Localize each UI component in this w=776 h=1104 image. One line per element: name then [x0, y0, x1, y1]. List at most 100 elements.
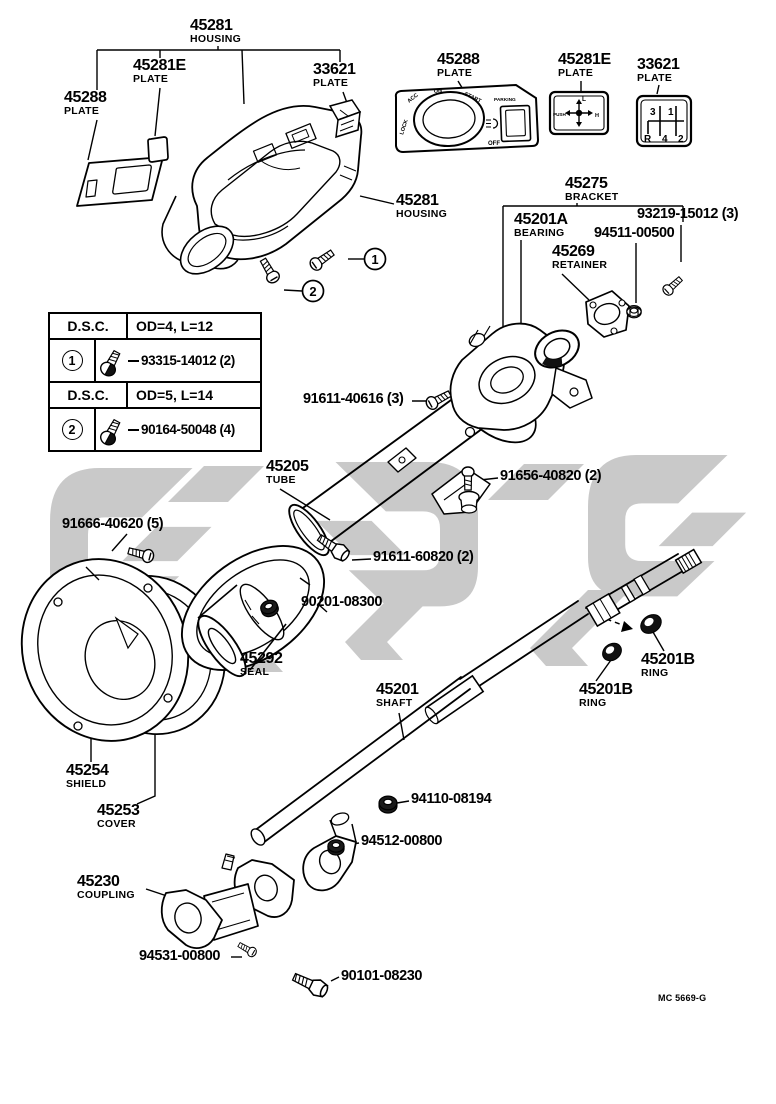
part-number: 93315-14012 (2) — [141, 353, 235, 368]
part-number: 91611-60820 (2) — [373, 549, 474, 565]
part-number: 45275 — [565, 175, 608, 192]
shaft-drawing — [250, 548, 703, 846]
adjust-top-text: L — [582, 96, 586, 103]
adjust-right-text: H — [595, 113, 599, 119]
screw-icon — [100, 418, 121, 445]
label-tube: 45205 TUBE — [266, 458, 309, 487]
dsc-header-row-2: D.S.C. OD=5, L=14 — [50, 381, 260, 409]
label-bearing: 45201A BEARING — [514, 211, 568, 240]
badge-cell: 2 — [50, 409, 96, 450]
screw-icon — [100, 349, 121, 376]
doc-code: MC 5669-G — [658, 993, 707, 1003]
callout-2-number: 2 — [309, 284, 316, 299]
part-name: TUBE — [266, 474, 296, 487]
callout-badge-2: 2 — [61, 419, 83, 440]
dsc-label: D.S.C. — [50, 314, 128, 338]
part-name: BRACKET — [565, 191, 619, 204]
screw-91656 — [458, 466, 480, 514]
label-bolt-91611-60820: 91611-60820 (2) — [373, 549, 474, 565]
part-number: 33621 — [637, 56, 680, 73]
part-number: 45201 — [376, 681, 419, 698]
label-coupling: 45230 COUPLING — [77, 873, 135, 902]
part-number: 93219-15012 (3) — [637, 206, 739, 222]
part-number: 91666-40620 (5) — [62, 516, 164, 532]
part-number: 45201B — [641, 651, 695, 668]
label-ring-upper: 45201B RING — [641, 651, 695, 680]
callout-badge-1: 1 — [61, 350, 83, 371]
ignition-off-text: OFF — [488, 141, 500, 147]
part-number: 45281E — [133, 57, 186, 74]
label-plate-33621-top: 33621 PLATE — [637, 56, 680, 85]
label-ring-lower: 45201B RING — [579, 681, 633, 710]
part-number: 45281 — [396, 192, 439, 209]
plate-45281e-left-drawing — [147, 136, 169, 163]
part-name: RETAINER — [552, 259, 608, 272]
part-name: HOUSING — [396, 208, 448, 221]
part-name: PLATE — [64, 105, 100, 118]
label-housing-top: 45281 HOUSING — [190, 17, 242, 46]
label-screw-91666: 91666-40620 (5) — [62, 516, 164, 532]
part-number: 45201B — [579, 681, 633, 698]
screw-callout2 — [256, 255, 283, 286]
part-number: 45230 — [77, 873, 120, 890]
dsc-item-row-2: 2 90164-50048 (4) — [50, 409, 260, 450]
badge-cell: 1 — [50, 340, 96, 381]
part-name: HOUSING — [190, 33, 242, 46]
ring-lower-drawing — [602, 642, 622, 662]
part-name: PLATE — [133, 73, 169, 86]
part-name: PLATE — [313, 77, 349, 90]
part-number: 94511-00500 — [594, 225, 675, 241]
screw-callout1 — [307, 246, 337, 274]
part-name: COVER — [97, 818, 136, 831]
shift-plate-drawing: 3 1 R 4 2 — [635, 94, 693, 148]
part-number: 45292 — [240, 650, 283, 667]
label-bracket: 45275 BRACKET — [565, 175, 619, 204]
label-seal: 45292 SEAL — [240, 650, 283, 678]
dsc-spec: OD=5, L=14 — [136, 387, 214, 403]
dsc-spec: OD=4, L=12 — [136, 318, 214, 334]
shield-drawing — [20, 558, 190, 742]
label-bolt-91656: 91656-40820 (2) — [500, 469, 602, 484]
part-number: 45253 — [97, 802, 140, 819]
coupling-drawing — [160, 812, 357, 949]
label-shield: 45254 SHIELD — [66, 762, 109, 791]
part-name: RING — [579, 697, 607, 710]
label-nut-90201: 90201-08300 — [301, 595, 382, 610]
ignition-parking-text: PARKING — [494, 97, 516, 103]
label-bolt-90101: 90101-08230 — [341, 969, 422, 984]
part-name: COUPLING — [77, 889, 135, 902]
label-nut-94512: 94512-00800 — [361, 834, 442, 849]
part-name: BEARING — [514, 227, 565, 240]
label-plate-45281e-left: 45281E PLATE — [133, 57, 186, 86]
screw-94531 — [236, 939, 259, 959]
ignition-lock-text: LOCK — [399, 119, 410, 136]
shift-digit-2: 2 — [678, 134, 684, 145]
part-number: 90201-08300 — [301, 594, 383, 610]
shift-digit-3: 3 — [650, 107, 656, 118]
label-plate-45281e-top: 45281E PLATE — [558, 51, 611, 80]
part-number: 45281 — [190, 17, 233, 34]
part-number: 45205 — [266, 458, 309, 475]
part-name: RING — [641, 667, 669, 680]
part-name: PLATE — [558, 67, 594, 80]
part-name: SHIELD — [66, 778, 107, 791]
seal-drawing — [180, 545, 328, 678]
callout-1-number: 1 — [371, 252, 378, 267]
leader-dash — [128, 359, 139, 362]
part-name: PLATE — [637, 72, 673, 85]
part-name: PLATE — [437, 67, 473, 80]
part-number: 90164-50048 (4) — [141, 422, 235, 437]
adjust-plate-drawing: L PUSH H — [548, 90, 610, 136]
dsc-item-row-1: 1 93315-14012 (2) — [50, 340, 260, 381]
screw-91611-40616 — [423, 387, 454, 413]
nut-94110 — [378, 795, 398, 814]
part-number: 94512-00800 — [361, 833, 443, 849]
adjust-left-text: PUSH — [553, 112, 566, 117]
housing-drawing — [161, 105, 363, 275]
retainer-drawing — [585, 290, 630, 338]
ignition-plate-drawing: LOCK ACC ON START PARKING OFF — [394, 83, 540, 154]
part-number: 45201A — [514, 211, 568, 228]
label-shaft: 45201 SHAFT — [376, 681, 419, 709]
